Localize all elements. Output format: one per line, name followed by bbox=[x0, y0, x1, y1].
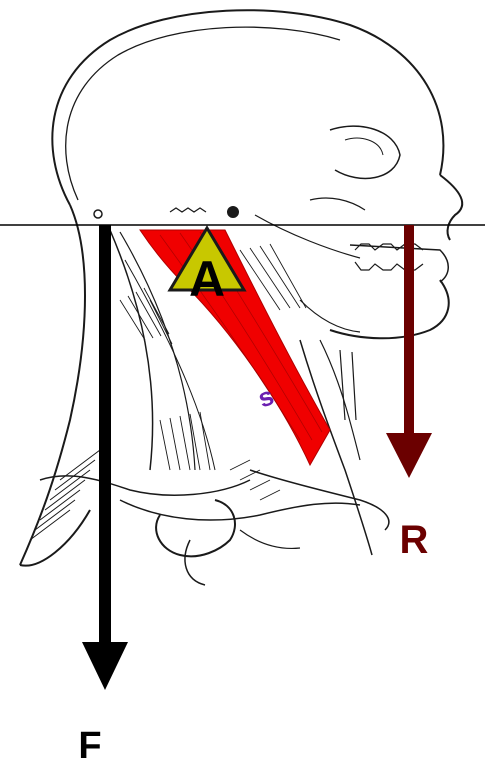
resistance-label: R bbox=[400, 518, 429, 562]
resistance-arrow bbox=[386, 225, 432, 478]
skull-illustration bbox=[52, 10, 462, 338]
force-arrow bbox=[82, 225, 128, 690]
pivot-label: A bbox=[189, 251, 225, 307]
force-label: F bbox=[78, 725, 101, 762]
